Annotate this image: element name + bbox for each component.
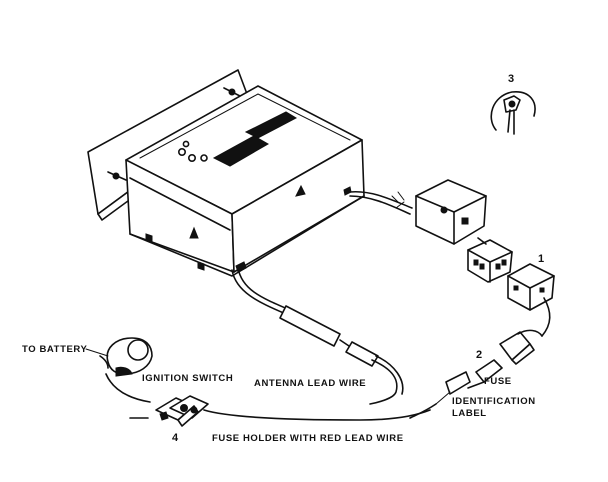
callout-3: 3 — [508, 73, 514, 85]
fuse-holder-4 — [129, 395, 431, 427]
identification-label-line1: IDENTIFICATION — [452, 396, 536, 407]
ignition-switch-label: IGNITION SWITCH — [142, 373, 233, 384]
fuse-label: FUSE — [484, 376, 512, 387]
connector-socket — [507, 263, 555, 337]
power-lead — [349, 190, 413, 215]
callout-1: 1 — [538, 253, 544, 265]
ignition-switch — [99, 337, 153, 403]
antenna-lead — [231, 267, 404, 405]
connector-housing — [415, 179, 487, 245]
radio-chassis — [125, 85, 365, 277]
identification-label-line2: LABEL — [452, 408, 487, 419]
antenna-lead-wire-label: ANTENNA LEAD WIRE — [254, 378, 366, 389]
fuse-holder-label: FUSE HOLDER WITH RED LEAD WIRE — [212, 433, 404, 444]
fuse-holder-top — [409, 329, 543, 419]
callout-4: 4 — [172, 432, 179, 444]
callout-2: 2 — [476, 349, 482, 361]
detail-3-inset — [490, 91, 536, 135]
plug — [467, 237, 513, 283]
to-battery-label: TO BATTERY — [22, 344, 88, 355]
